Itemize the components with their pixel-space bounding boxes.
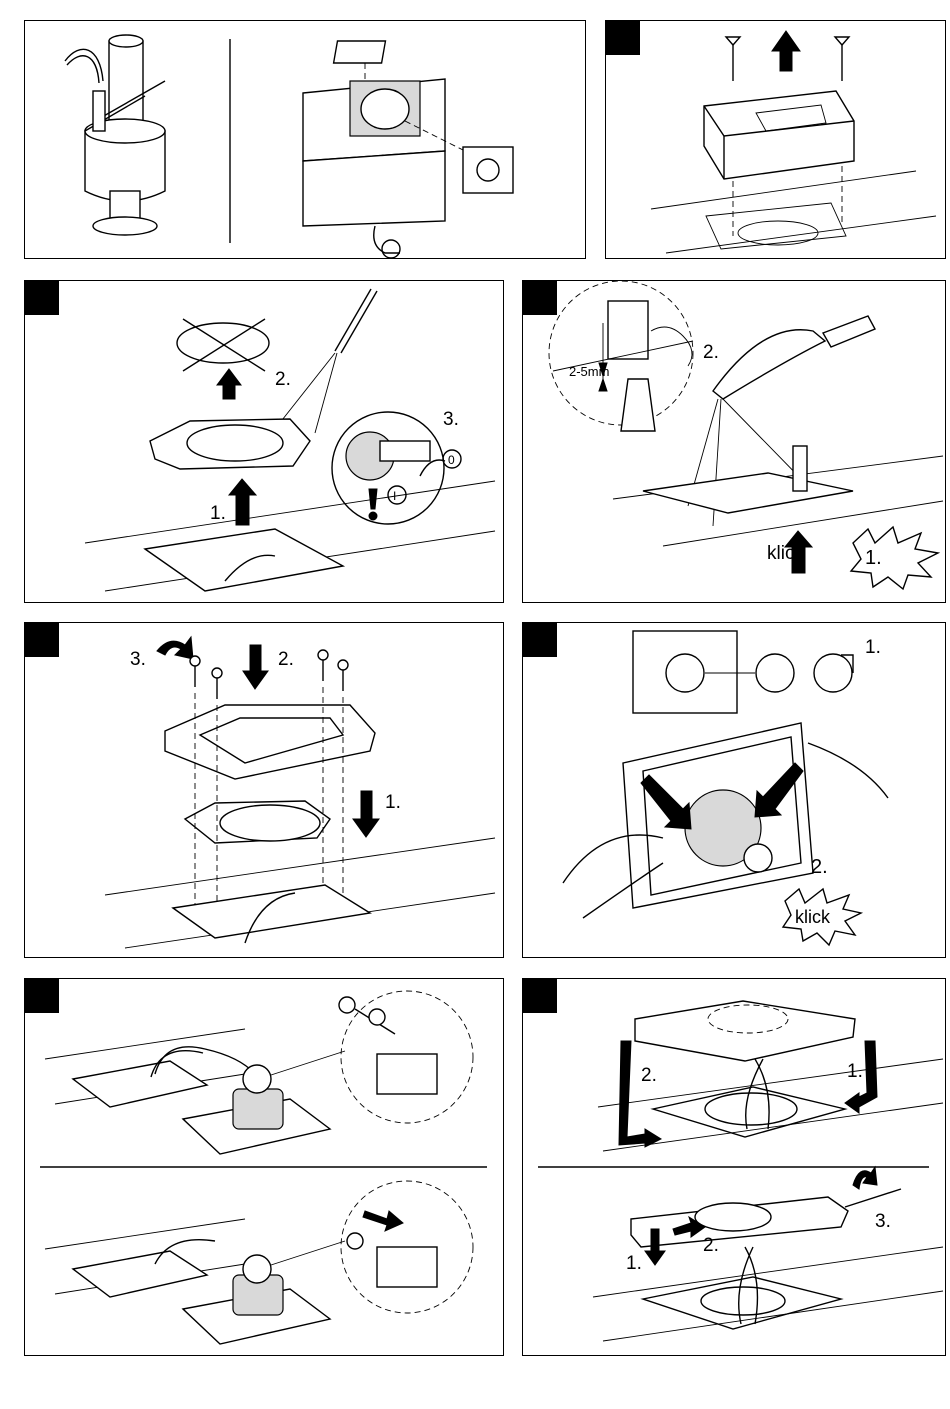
label-step-3: 3. xyxy=(875,1211,891,1232)
overview-illustration xyxy=(25,21,587,260)
panel-connect-tubes xyxy=(24,978,504,1356)
arrow-down-icon xyxy=(353,791,379,837)
cut-valve-illustration: 2. 1. I 0 3. xyxy=(25,281,505,604)
label-position-0: 0 xyxy=(448,453,455,467)
arrow-down-icon xyxy=(243,645,268,689)
label-step-1: 1. xyxy=(865,637,881,658)
screw-icons xyxy=(190,650,348,699)
label-step-1: 1. xyxy=(210,503,226,524)
arrow-right-icon xyxy=(363,1211,403,1231)
mount-frame-illustration: 3. 2. 1. xyxy=(25,623,505,959)
warning-exclamation-icon xyxy=(369,489,377,509)
remove-cover-illustration xyxy=(606,21,947,260)
label-step-1: 1. xyxy=(385,792,401,813)
label-step-1: klick xyxy=(767,543,804,564)
connect-tubes-illustration xyxy=(25,979,505,1357)
arrow-up-icon xyxy=(772,31,800,71)
label-step-3: 3. xyxy=(130,649,146,670)
label-gap-2-5mm: 2-5mm xyxy=(569,364,609,379)
arrow-up-icon xyxy=(217,369,241,399)
scissors-icon xyxy=(275,289,377,433)
adjust-height-illustration: 2-5mm 2. klick 1. xyxy=(523,281,947,604)
label-step-2: 2. xyxy=(275,369,291,390)
rotate-arrow-icon xyxy=(157,637,193,659)
label-step-2: 2. xyxy=(703,342,719,363)
panel-attach-plate: 2. 1. 2. 1. 3. xyxy=(522,978,946,1356)
rotate-arrow-icon xyxy=(853,1167,877,1189)
panel-cut-and-open-valve: 2. 1. I 0 3. xyxy=(24,280,504,603)
attach-plate-illustration: 2. 1. 2. 1. 3. xyxy=(523,979,947,1357)
insert-button-illustration: 1. 2. klick xyxy=(523,623,947,959)
panel-overview xyxy=(24,20,586,259)
panel-adjust-height-klick: 2-5mm 2. klick 1. xyxy=(522,280,946,603)
label-step-2: 2. xyxy=(811,856,828,878)
label-position-i: I xyxy=(393,489,396,503)
label-klick: klick xyxy=(795,907,831,927)
screwdriver-icon xyxy=(713,316,875,399)
panel-remove-protective-cover xyxy=(605,20,946,259)
panel-mount-frame-screws: 3. 2. 1. xyxy=(24,622,504,958)
panel-insert-button-klick: 1. 2. klick xyxy=(522,622,946,958)
label-step-3: 3. xyxy=(443,409,459,430)
label-step-2b: 2. xyxy=(703,1235,719,1256)
label-step-2: 2. xyxy=(641,1065,657,1086)
label-step-1b: 1. xyxy=(626,1253,642,1274)
rotate-arrow-icon xyxy=(420,460,445,476)
rotate-arrow-icon xyxy=(619,1041,661,1147)
label-step-2: 2. xyxy=(278,649,294,670)
label-klick: 1. xyxy=(865,547,882,569)
